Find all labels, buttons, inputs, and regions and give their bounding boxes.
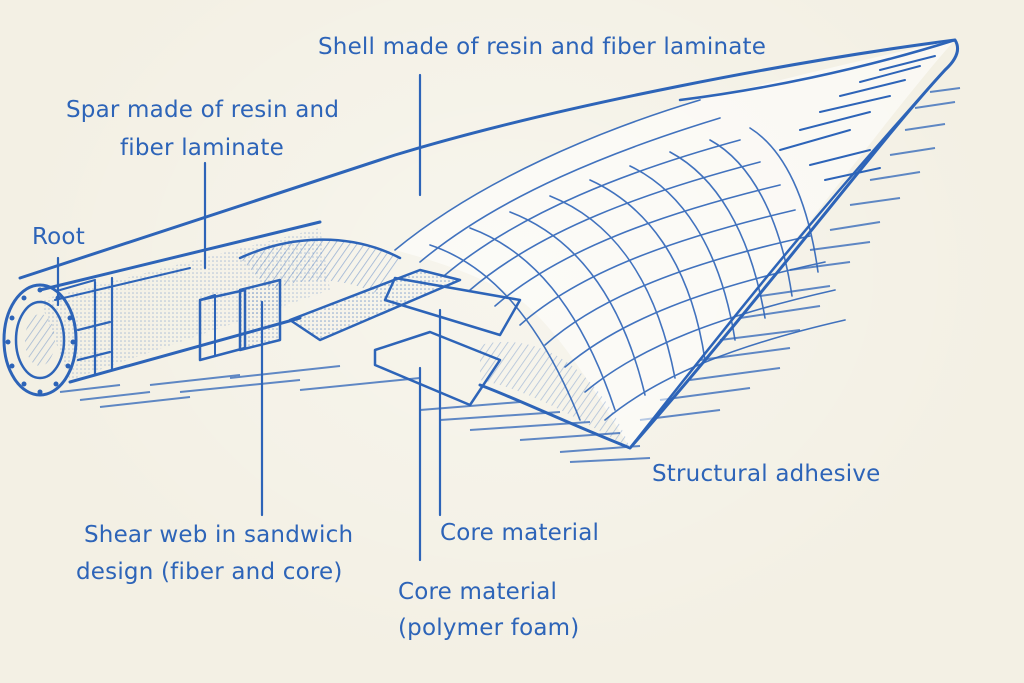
blade-shell — [18, 38, 959, 450]
core-foam-label-line1: Core material — [398, 579, 558, 605]
shell-label: Shell made of resin and fiber laminate — [318, 34, 767, 60]
core-material-label: Core material — [440, 520, 600, 546]
spar-label-line1: Spar made of resin and — [66, 97, 340, 123]
spar-label-line2: fiber laminate — [120, 135, 284, 161]
blade-root — [2, 276, 114, 397]
leader-lines — [56, 73, 442, 562]
shear-web-label-line2: design (fiber and core) — [76, 559, 343, 585]
shear-web-label-line1: Shear web in sandwich — [84, 522, 354, 548]
ground-shadow — [59, 87, 961, 463]
core-foam-label-line2: (polymer foam) — [398, 615, 580, 641]
root-label: Root — [32, 224, 85, 250]
internal-structure — [238, 238, 630, 448]
structural-adhesive-label: Structural adhesive — [652, 461, 881, 487]
